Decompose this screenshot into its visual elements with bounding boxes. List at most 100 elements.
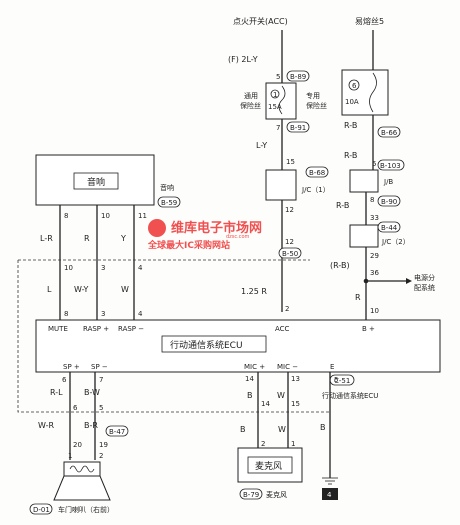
- fuse-element-1: [278, 85, 286, 115]
- ground-pin-5: 5: [334, 376, 338, 384]
- connector-b91-label: B-91: [290, 124, 306, 132]
- ecu-pin-mic-minus: MIC −: [277, 363, 298, 371]
- fuse-6-rating: 10A: [345, 98, 359, 106]
- audio-wire-label-1: L-R: [40, 234, 53, 243]
- connector-b66: [377, 126, 401, 138]
- ground-point-badge: [322, 488, 338, 500]
- mic-pin-mid-15: 15: [291, 400, 300, 408]
- shield-left: [17, 260, 330, 413]
- audio-pin-mid-3: 4: [138, 264, 143, 272]
- audio-pin-bot-1: 8: [64, 310, 68, 318]
- jc2-box: [349, 224, 379, 248]
- mic-ecu-pin-13: 13: [291, 375, 300, 383]
- mic-pin-mid-14: 14: [261, 400, 270, 408]
- ecu-pin-rasp-plus: RASP +: [83, 325, 109, 333]
- connector-b50: [278, 247, 302, 259]
- mic-wire-w-2: W: [278, 425, 286, 434]
- ecu-pin-mic-plus: MIC +: [244, 363, 265, 371]
- audio-side-label: 音响: [160, 183, 174, 192]
- wire-125r-label: 1.25 R: [241, 287, 267, 296]
- audio-unit-box: [35, 154, 155, 206]
- ecu-title: 行动通信系统ECU: [170, 339, 243, 351]
- jc1-box: [265, 169, 297, 201]
- pin-12b-acc: 12: [285, 238, 294, 246]
- mic-pin-bot-1: 1: [291, 440, 295, 448]
- connector-b90-label: B-90: [381, 198, 397, 206]
- connector-b89-label: B-89: [290, 73, 306, 81]
- connector-d01-label: D-01: [33, 506, 50, 514]
- audio-pin-top-2: 10: [101, 212, 110, 220]
- pin-10-right: 10: [370, 307, 379, 315]
- pin-33-right: 33: [370, 214, 379, 222]
- mic-wire-b-2: B: [240, 425, 246, 434]
- pin-29-right: 29: [370, 252, 379, 260]
- ground-wire-label: B: [320, 423, 326, 432]
- speaker-label: 车门喇叭（右前）: [58, 505, 114, 514]
- wire-rb-1: R-B: [344, 121, 357, 130]
- audio-wire-label-4: L: [47, 285, 52, 294]
- connector-b47-label: B-47: [109, 428, 125, 436]
- connector-b47: [105, 425, 129, 437]
- watermark: 维库电子市场网 全球最大IC采购网站 dzsc.com: [147, 219, 262, 251]
- mic-ecu-pin-14: 14: [245, 375, 254, 383]
- speaker-pin-7: 7: [99, 376, 103, 384]
- pin-5-acc: 5: [276, 73, 280, 81]
- speaker-coil-icon: [69, 465, 95, 473]
- pin-8-right: 8: [370, 196, 374, 204]
- mic-box-label: 麦克风: [255, 460, 282, 472]
- connector-b68: [305, 166, 329, 178]
- wire-rb-3: R-B: [336, 201, 349, 210]
- pin-7-acc: 7: [276, 124, 280, 132]
- connector-b79-label: B-79: [243, 491, 259, 499]
- f-wire-label: (F) 2L-Y: [228, 55, 258, 64]
- fuse-1-number: 1: [273, 91, 277, 99]
- fusible-link-label: 易熔丝5: [355, 16, 384, 26]
- ecu-pin-sp-plus: SP +: [63, 363, 80, 371]
- mic-pin-bot-2: 2: [261, 440, 265, 448]
- connector-b90: [377, 195, 401, 207]
- mic-label: 麦克风: [266, 490, 287, 499]
- speaker-wire-bw: B-W: [84, 388, 100, 397]
- ground-point-number: 4: [327, 491, 332, 499]
- connector-b68-label: B-68: [309, 169, 325, 177]
- fusible-link-box: [341, 69, 389, 116]
- speaker-wire-rl: R-L: [50, 388, 63, 397]
- mic-label-frame: [247, 456, 293, 474]
- audio-label-frame: [73, 172, 119, 190]
- ecu-pin-b-plus: B +: [362, 325, 375, 333]
- audio-wire-label-6: W: [121, 285, 129, 294]
- pin-36-right: 36: [370, 269, 379, 277]
- ignition-switch-label: 点火开关(ACC): [233, 16, 288, 26]
- ecu-pin-sp-minus: SP −: [91, 363, 108, 371]
- connector-b103-label: B-103: [380, 162, 401, 170]
- jc2-label: J/C（2）: [381, 238, 410, 246]
- jc1-label: J/C（1）: [301, 186, 330, 194]
- ecu-pin-rasp-minus: RASP −: [118, 325, 144, 333]
- ecu-side-label: 行动通信系统ECU: [322, 391, 378, 400]
- fuse-element-6: [369, 72, 377, 113]
- ecu-pin-e: E: [330, 363, 334, 371]
- pin-2-acc: 2: [285, 305, 289, 313]
- dedicated-fuse-label-1: 专用: [306, 91, 320, 100]
- speaker-cone-icon: [53, 475, 111, 501]
- general-fuse-label-2: 保险丝: [240, 101, 261, 110]
- connector-b59-label: B-59: [161, 199, 177, 207]
- power-dist-arrow: [406, 278, 412, 284]
- watermark-logo-icon: [148, 219, 166, 237]
- speaker-pin-mid-19: 19: [99, 441, 108, 449]
- connector-b59: [157, 196, 181, 208]
- watermark-line-2: 全球最大IC采购网站: [147, 239, 230, 251]
- wire-rb-4: (R-B): [330, 261, 350, 270]
- fuse-number-circle: [270, 89, 280, 99]
- watermark-line-1: 维库电子市场网: [171, 220, 262, 236]
- audio-pin-bot-3: 4: [138, 310, 143, 318]
- audio-wire-label-3: Y: [120, 234, 126, 243]
- jb-box: [349, 169, 379, 193]
- dedicated-fuse-label-2: 保险丝: [306, 101, 327, 110]
- speaker-pin-6: 6: [62, 376, 67, 384]
- mic-wire-w: W: [277, 391, 285, 400]
- connector-b103: [377, 159, 405, 171]
- ecu-pin-mute: MUTE: [48, 325, 68, 333]
